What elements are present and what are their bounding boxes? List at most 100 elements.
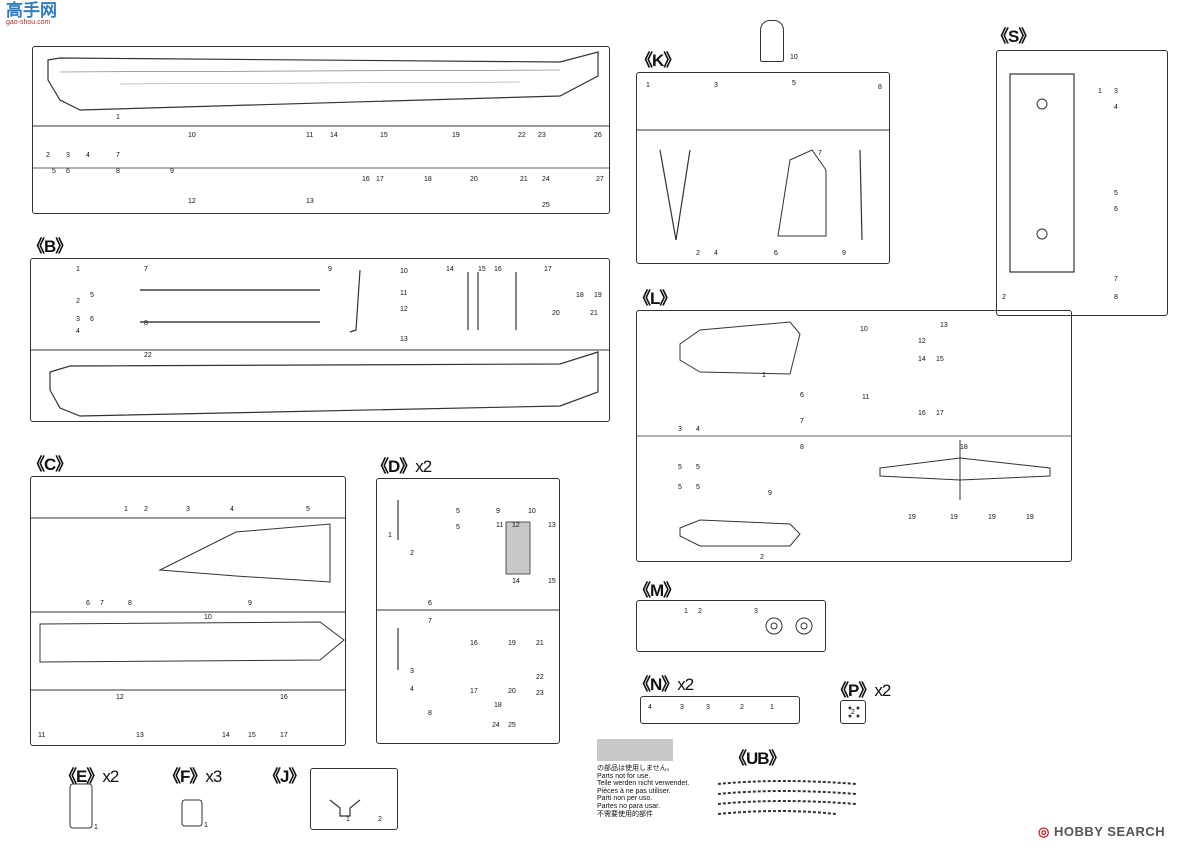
part-number: 26 bbox=[594, 132, 602, 139]
part-number: 1 bbox=[388, 532, 392, 539]
sprue-d-name: 《D》 bbox=[372, 457, 416, 476]
part-number: 15 bbox=[380, 132, 388, 139]
part-number: 4 bbox=[410, 686, 414, 693]
part-number: 2 bbox=[410, 550, 414, 557]
unused-parts-swatch bbox=[597, 739, 673, 761]
part-number: 5 bbox=[1114, 190, 1118, 197]
part-number: 10 bbox=[860, 326, 868, 333]
part-number: 7 bbox=[116, 152, 120, 159]
part-number: 8 bbox=[144, 320, 148, 327]
legend-line: 不需要使用的部件 bbox=[597, 810, 653, 818]
sprue-p-frame bbox=[840, 700, 866, 724]
part-number: 20 bbox=[552, 310, 560, 317]
part-number: 19 bbox=[594, 292, 602, 299]
legend-line: Parti non per uso. bbox=[597, 795, 653, 803]
sprue-label-f: 《F》x3 bbox=[164, 762, 222, 787]
part-number: 1 bbox=[346, 816, 350, 823]
part-number: 13 bbox=[400, 336, 408, 343]
part-number: 12 bbox=[116, 694, 124, 701]
sprue-s-frame bbox=[996, 50, 1168, 316]
part-number: 13 bbox=[306, 198, 314, 205]
part-number: 8 bbox=[1114, 294, 1118, 301]
sprue-label-p: 《P》x2 bbox=[832, 676, 891, 701]
part-number: 2 bbox=[378, 816, 382, 823]
part-number: 5 bbox=[678, 484, 682, 491]
part-number: 11 bbox=[38, 732, 46, 739]
part-number: 4 bbox=[1114, 104, 1118, 111]
part-number: 4 bbox=[696, 426, 700, 433]
sprue-p-name: 《P》 bbox=[832, 681, 875, 700]
part-number: 19 bbox=[950, 514, 958, 521]
part-number: 1 bbox=[204, 822, 208, 829]
part-number: 6 bbox=[1114, 206, 1118, 213]
part-number: 23 bbox=[538, 132, 546, 139]
part-number: 17 bbox=[936, 410, 944, 417]
part-number: 16 bbox=[918, 410, 926, 417]
part-number: 8 bbox=[800, 444, 804, 451]
part-number: 5 bbox=[52, 168, 56, 175]
part-number: 6 bbox=[800, 392, 804, 399]
unused-parts-legend: の部品は使用しません。 Parts not for use. Teile wer… bbox=[597, 765, 689, 818]
part-number: 17 bbox=[376, 176, 384, 183]
part-number: 3 bbox=[754, 608, 758, 615]
part-number: 8 bbox=[878, 84, 882, 91]
part-number: 21 bbox=[520, 176, 528, 183]
legend-line: Teile werden nicht verwendet. bbox=[597, 780, 690, 788]
part-number: 10 bbox=[204, 614, 212, 621]
part-number: 14 bbox=[512, 578, 520, 585]
part-number: 9 bbox=[170, 168, 174, 175]
sprue-label-d: 《D》x2 bbox=[372, 452, 432, 477]
part-number: 8 bbox=[116, 168, 120, 175]
part-number: 7 bbox=[428, 618, 432, 625]
part-number: 5 bbox=[456, 508, 460, 515]
part-number: 9 bbox=[496, 508, 500, 515]
sprue-f-mult: x3 bbox=[205, 767, 222, 786]
sprue-label-l: 《L》 bbox=[634, 289, 676, 308]
part-number: 1 bbox=[684, 608, 688, 615]
part-number: 17 bbox=[544, 266, 552, 273]
part-number: 9 bbox=[842, 250, 846, 257]
part-number: 1 bbox=[116, 114, 120, 121]
part-number: 3 bbox=[714, 82, 718, 89]
sprue-n-frame bbox=[640, 696, 800, 724]
part-number: 3 bbox=[76, 316, 80, 323]
part-number: 6 bbox=[66, 168, 70, 175]
part-number: 18 bbox=[424, 176, 432, 183]
sprue-f-name: 《F》 bbox=[164, 767, 206, 786]
part-number: 2 bbox=[696, 250, 700, 257]
brand-name: HOBBY SEARCH bbox=[1053, 824, 1166, 839]
part-number: 12 bbox=[188, 198, 196, 205]
part-number: 3 bbox=[186, 506, 190, 513]
part-number: 10 bbox=[790, 54, 798, 61]
legend-line: Parts not for use. bbox=[597, 772, 651, 780]
part-number: 6 bbox=[90, 316, 94, 323]
part-number: 2 bbox=[698, 608, 702, 615]
part-number: 9 bbox=[248, 600, 252, 607]
part-number: 16 bbox=[280, 694, 288, 701]
part-number: 2 bbox=[144, 506, 148, 513]
part-number: 13 bbox=[136, 732, 144, 739]
sprue-k-frame bbox=[636, 72, 890, 264]
part-number: 4 bbox=[648, 704, 652, 711]
part-number: 22 bbox=[518, 132, 526, 139]
part-number: 11 bbox=[306, 132, 314, 139]
sprue-label-j: 《J》 bbox=[264, 767, 305, 786]
part-number: 11 bbox=[400, 290, 408, 297]
sprue-d-mult: x2 bbox=[415, 457, 432, 476]
part-number: 22 bbox=[536, 674, 544, 681]
part-number: 19 bbox=[1026, 514, 1034, 521]
part-number: 12 bbox=[918, 338, 926, 345]
part-number: 7 bbox=[144, 266, 148, 273]
part-number: 10 bbox=[400, 268, 408, 275]
part-number: 16 bbox=[362, 176, 370, 183]
part-number: 4 bbox=[86, 152, 90, 159]
part-number: 8 bbox=[428, 710, 432, 717]
part-number: 3 bbox=[680, 704, 684, 711]
legend-line: Partes no para usar. bbox=[597, 802, 661, 810]
sprue-d-frame bbox=[376, 478, 560, 744]
part-number: 17 bbox=[280, 732, 288, 739]
sprue-m-frame bbox=[636, 600, 826, 652]
sprue-label-s: 《S》 bbox=[992, 27, 1035, 46]
part-number: 15 bbox=[936, 356, 944, 363]
